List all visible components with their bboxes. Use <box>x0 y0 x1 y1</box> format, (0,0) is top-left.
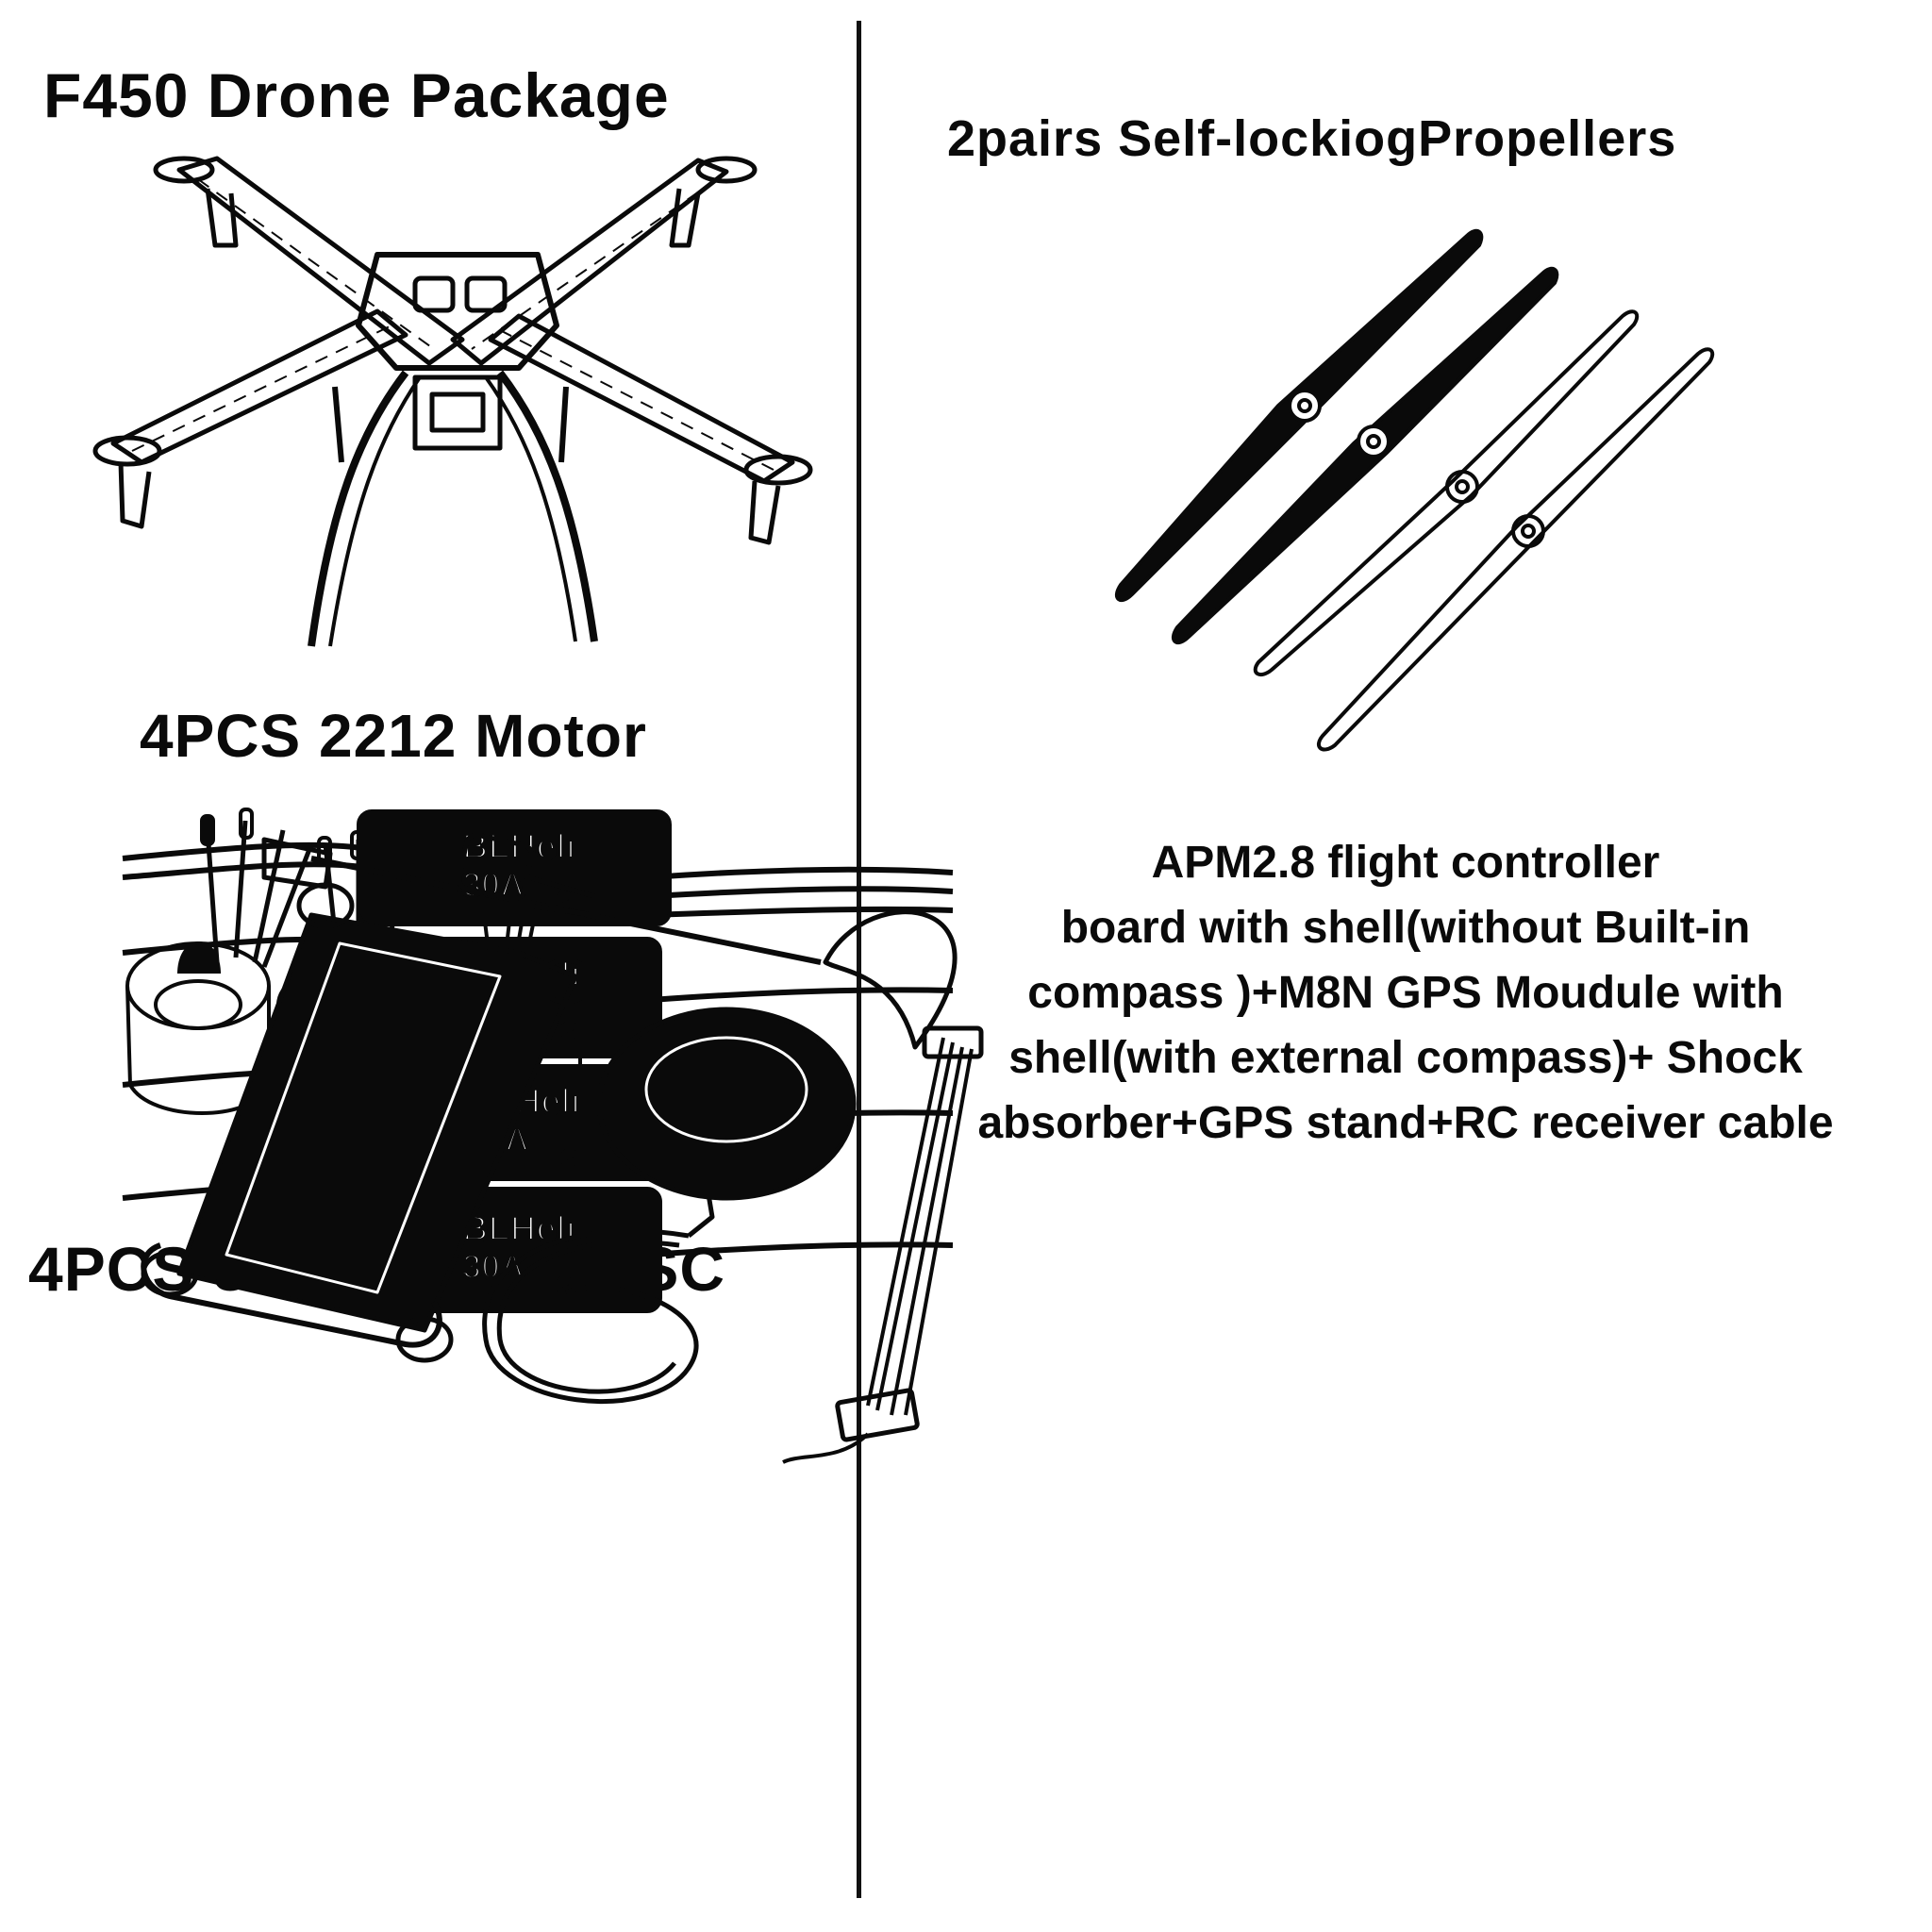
flight-controller-illustration <box>141 832 984 1464</box>
esc-mark-label: CE <box>561 1146 591 1170</box>
esc-brand-label: BLHeli <box>462 1209 575 1249</box>
controller-line: absorber+GPS stand+RC receiver cable <box>977 1098 1834 1148</box>
propellers-illustration <box>1114 228 1715 752</box>
controller-line: APM2.8 flight controller <box>1151 838 1660 888</box>
center-divider <box>857 21 861 1898</box>
drone-frame-illustration <box>92 156 813 647</box>
esc-mark-label: CE <box>561 1019 591 1042</box>
motors-illustration: BLHeli 30A CE BLHeli 30A CE BLHeli 30A C… <box>122 808 984 1464</box>
motors-title: 4PCS 2212 Motor <box>140 702 647 770</box>
controller-line: compass )+M8N GPS Moudule with <box>1027 968 1784 1018</box>
propellers-title: 2pairs Self-lockiogPropellers <box>947 110 1677 167</box>
frame-title: F450 Drone Package <box>43 60 670 130</box>
controller-line: shell(with external compass)+ Shock <box>1008 1033 1803 1083</box>
controller-line: board with shell(without Built-in <box>1060 903 1751 953</box>
esc-mark-label: CE <box>557 1274 586 1297</box>
controller-description: APM2.8 flight controller board with shel… <box>887 830 1924 1156</box>
